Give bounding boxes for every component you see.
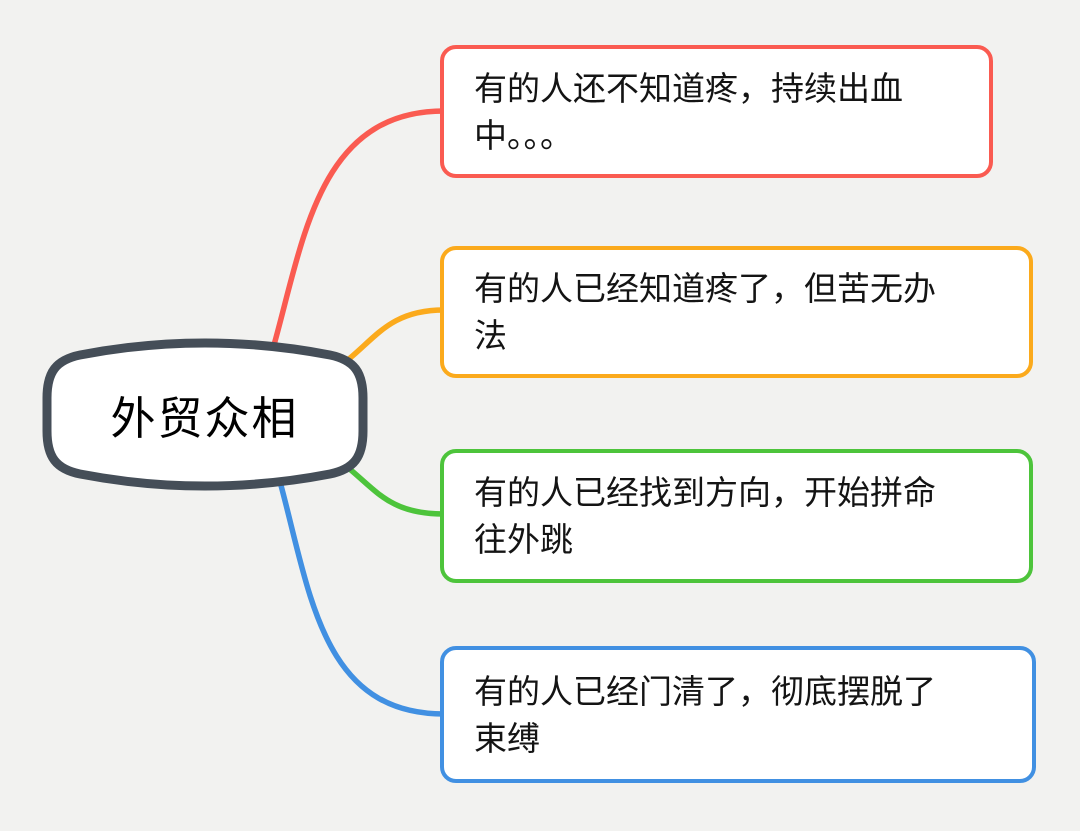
topic-text-line: 往外跳 [474, 521, 573, 558]
topic-text-line: 中。。。 [474, 116, 573, 154]
central-topic-shape[interactable] [42, 338, 368, 491]
topic-text-line: 有的人还不知道疼，持续出血 [474, 69, 903, 107]
connector-branch-3 [343, 463, 447, 517]
connector-branch-2 [341, 307, 447, 366]
topic-node-2[interactable]: 有的人已经知道疼了，但苦无办 法 [440, 246, 1033, 378]
topic-node-3[interactable]: 有的人已经找到方向，开始拼命 往外跳 [440, 449, 1033, 583]
topic-text-line: 有的人已经知道疼了，但苦无办 [474, 270, 936, 307]
topic-node-1[interactable]: 有的人还不知道疼，持续出血 中。。。 [440, 45, 993, 178]
topic-node-4[interactable]: 有的人已经门清了，彻底摆脱了 束缚 [440, 646, 1036, 783]
topic-text-line: 有的人已经门清了，彻底摆脱了 [474, 672, 936, 710]
topic-text-line: 束缚 [474, 719, 540, 757]
connector-branch-4 [276, 475, 447, 717]
topic-text-line: 法 [474, 317, 507, 354]
topic-text-line: 有的人已经找到方向，开始拼命 [474, 474, 936, 511]
connector-branch-1 [269, 108, 447, 355]
